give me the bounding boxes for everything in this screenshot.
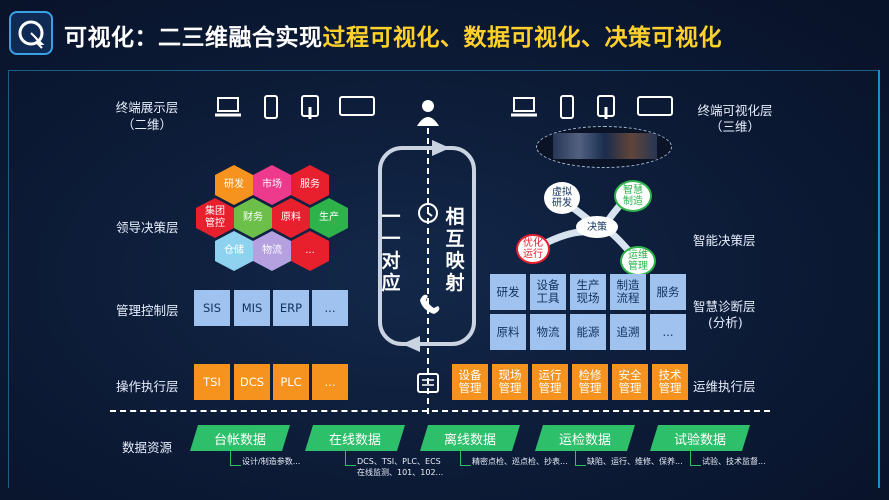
- bubble-virtual-rd: 虚拟 研发: [544, 182, 580, 214]
- tablet-touch-icon: [301, 95, 319, 119]
- data-note-1: DCS、TSI、PLC、ECS 在线监测、101、102...: [357, 457, 444, 477]
- label-smart-diagnosis-sub: (分析): [708, 315, 743, 330]
- bubble-optimize-ops: 优化 运行: [516, 234, 550, 264]
- bubble-smart-manufacturing: 智慧 制造: [614, 180, 652, 212]
- app-logo: [9, 11, 53, 55]
- frame-top-line: [8, 70, 878, 71]
- label-data-resources: 数据资源: [122, 440, 173, 455]
- header: 可视化：二三维融合实现过程可视化、数据可视化、决策可视化: [0, 0, 889, 72]
- diag-box-1-1: 物流: [530, 314, 566, 350]
- diag-box-0-1: 设备 工具: [530, 274, 566, 310]
- data-note-4: 试验、技术监督...: [702, 457, 766, 466]
- diag-box-0-4: 服务: [650, 274, 686, 310]
- hex-6: 生产: [310, 198, 348, 238]
- label-terminal-display: 终端展示层: [115, 100, 179, 115]
- data-note-bracket-4: [690, 451, 701, 466]
- label-smart-decision: 智能决策层: [693, 233, 756, 248]
- diag-box-0-0: 研发: [490, 274, 526, 310]
- logo-icon: [18, 20, 45, 49]
- laptop-icon: [215, 97, 241, 117]
- dashboard-3d-preview: [536, 126, 672, 168]
- ops-box-5: 技术 管理: [652, 364, 688, 400]
- label-terminal-visual-sub: （三维）: [709, 119, 760, 134]
- hex-2: 服务: [291, 165, 329, 205]
- label-terminal-display-sub: （二维）: [121, 117, 172, 132]
- center-diagram: [378, 100, 476, 418]
- data-btn-2[interactable]: 离线数据: [420, 425, 520, 451]
- mgmt-box-sis: SIS: [194, 290, 230, 326]
- data-btn-3[interactable]: 运检数据: [535, 425, 635, 451]
- data-note-bracket-3: [575, 451, 586, 466]
- laptop-icon-right: [511, 97, 537, 117]
- label-terminal-visual: 终端可视化层: [697, 103, 773, 118]
- data-note-2: 精密点检、巡点检、抄表...: [472, 457, 568, 466]
- frame-left-line: [8, 70, 9, 488]
- data-note-bracket-1: [345, 451, 356, 466]
- hex-1: 市场: [253, 165, 291, 205]
- mutual-mapping-text: 相互映射: [445, 206, 465, 294]
- mgmt-box-erp: ERP: [273, 290, 309, 326]
- data-btn-4[interactable]: 试验数据: [650, 425, 750, 451]
- data-btn-1[interactable]: 在线数据: [305, 425, 405, 451]
- mgmt-box-mis: MIS: [234, 290, 270, 326]
- page-title: 可视化：二三维融合实现过程可视化、数据可视化、决策可视化: [64, 18, 722, 52]
- phone-icon-right: [560, 95, 574, 119]
- diag-box-1-3: 追溯: [610, 314, 646, 350]
- op-box-tsi: TSI: [194, 364, 230, 400]
- label-smart-diagnosis: 智慧诊断层: [693, 299, 756, 314]
- diag-box-1-0: 原料: [490, 314, 526, 350]
- hex-4: 财务: [234, 198, 272, 238]
- ops-box-4: 安全 管理: [612, 364, 648, 400]
- label-ops-execution: 运维执行层: [693, 379, 756, 394]
- tablet-touch-icon-right: [597, 95, 615, 119]
- data-note-0: 设计/制造参数...: [242, 457, 301, 466]
- op-box-dcs: DCS: [234, 364, 270, 400]
- frame-right-line: [878, 70, 880, 488]
- diag-box-1-2: 能源: [570, 314, 606, 350]
- hex-5: 原料: [272, 198, 310, 238]
- op-box-more: ...: [312, 364, 348, 400]
- mgmt-box-more: ...: [312, 290, 348, 326]
- ops-box-1: 现场 管理: [492, 364, 528, 400]
- ops-box-0: 设备 管理: [452, 364, 488, 400]
- label-leadership: 领导决策层: [116, 220, 179, 235]
- ops-box-3: 检修 管理: [572, 364, 608, 400]
- data-note-3: 缺陷、运行、维修、保养...: [587, 457, 683, 466]
- diag-box-0-3: 制造 流程: [610, 274, 646, 310]
- title-yellow-part: 过程可视化、数据可视化、决策可视化: [322, 25, 722, 51]
- label-management: 管理控制层: [116, 303, 179, 318]
- data-separator: [110, 410, 770, 412]
- monitor-icon: [339, 96, 375, 116]
- title-white-part: 可视化：二三维融合实现: [64, 25, 323, 51]
- hex-0: 研发: [215, 165, 253, 205]
- diag-box-0-2: 生产 现场: [570, 274, 606, 310]
- monitor-icon-right: [637, 96, 673, 116]
- phone-icon: [264, 95, 278, 119]
- ops-box-2: 运行 管理: [532, 364, 568, 400]
- bubble-om-management: 运维 管理: [620, 246, 656, 276]
- bubble-decision: 决策: [576, 216, 618, 238]
- data-btn-0[interactable]: 台帐数据: [190, 425, 290, 451]
- data-note-bracket-0: [230, 451, 241, 466]
- dashboard-screen: [553, 133, 657, 159]
- hex-3: 集团 管控: [196, 198, 234, 238]
- data-note-bracket-2: [460, 451, 471, 466]
- one-to-one-text: 一一对应: [381, 206, 401, 294]
- op-box-plc: PLC: [273, 364, 309, 400]
- label-operation: 操作执行层: [116, 379, 179, 394]
- diag-box-1-4: ...: [650, 314, 686, 350]
